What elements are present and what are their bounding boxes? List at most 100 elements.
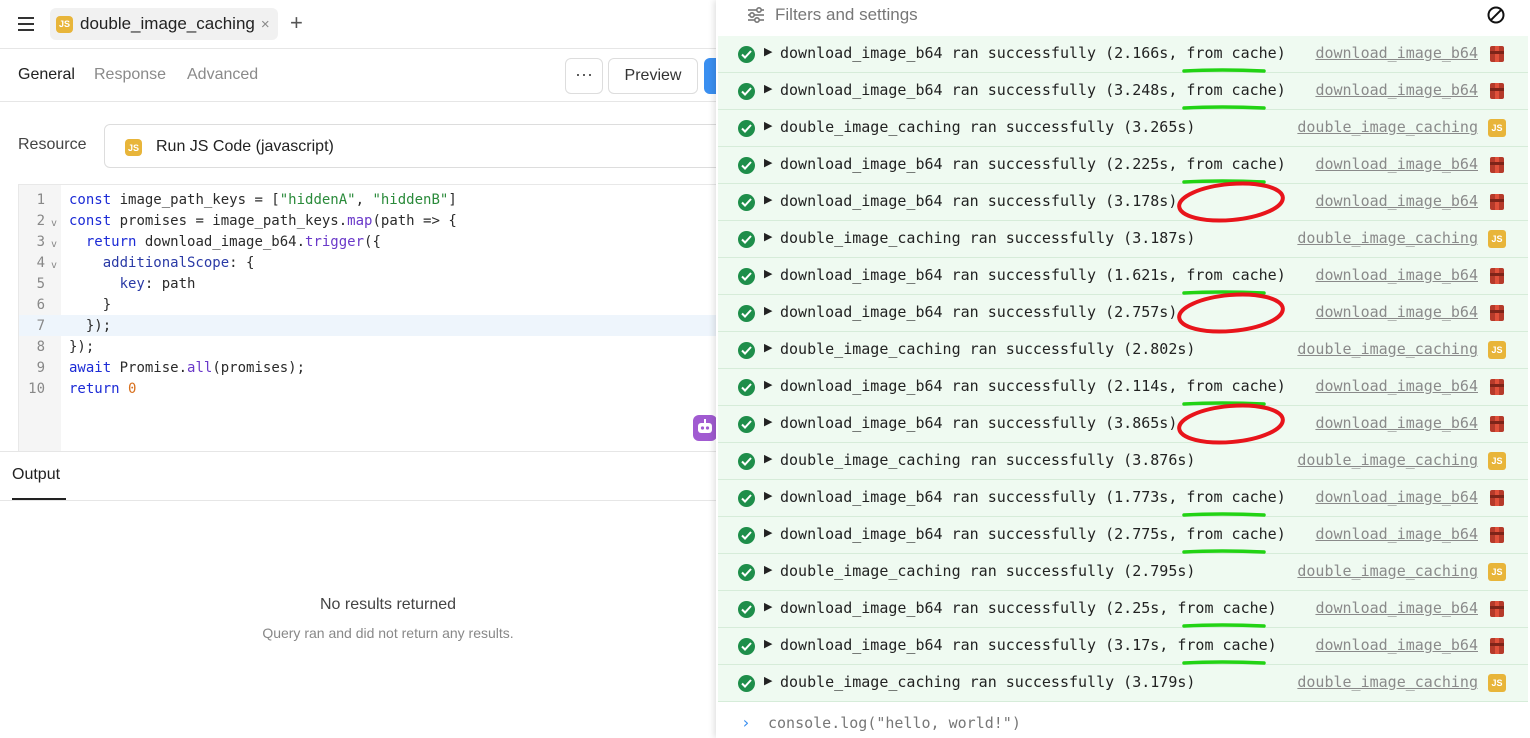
log-source-link[interactable]: double_image_caching (1297, 118, 1478, 136)
empty-state-title: No results returned (319, 596, 457, 613)
fold-chevron-icon[interactable]: v (51, 239, 58, 250)
console-log-row[interactable]: ▶download_image_b64 ran successfully (3.… (718, 406, 1528, 443)
js-icon: JS (1488, 119, 1506, 137)
console-log-row[interactable]: ▶download_image_b64 ran successfully (2.… (718, 369, 1528, 406)
tab-general[interactable]: General (18, 66, 75, 83)
code-line-10: return 0 (69, 381, 137, 397)
resource-select[interactable]: JS Run JS Code (javascript) (104, 124, 716, 168)
query-tab-label: double_image_caching (80, 14, 255, 33)
log-source-link[interactable]: double_image_caching (1297, 229, 1478, 247)
console-filter-bar: Filters and settings (716, 0, 1530, 36)
query-tab-bar: JS double_image_caching × + (0, 0, 716, 49)
ai-assist-robot-icon[interactable] (693, 415, 716, 441)
code-line-2: const promises = image_path_keys.map(pat… (69, 213, 457, 229)
log-source-link[interactable]: download_image_b64 (1315, 414, 1478, 432)
log-message: download_image_b64 ran successfully (2.7… (780, 303, 1178, 321)
tab-output[interactable]: Output (12, 466, 61, 483)
log-source-link[interactable]: download_image_b64 (1315, 192, 1478, 210)
expand-triangle-icon[interactable]: ▶ (764, 157, 773, 169)
console-log-row[interactable]: ▶download_image_b64 ran successfully (1.… (718, 258, 1528, 295)
more-options-button[interactable]: ··· (565, 58, 603, 94)
aws-lambda-icon (1488, 45, 1506, 63)
expand-triangle-icon[interactable]: ▶ (764, 268, 773, 280)
expand-triangle-icon[interactable]: ▶ (764, 194, 773, 206)
run-button[interactable] (704, 58, 716, 94)
aws-lambda-icon (1488, 156, 1506, 174)
clear-console-icon[interactable] (1486, 5, 1506, 25)
expand-triangle-icon[interactable]: ▶ (764, 490, 773, 502)
log-source-link[interactable]: download_image_b64 (1315, 599, 1478, 617)
console-log-row[interactable]: ▶double_image_caching ran successfully (… (718, 332, 1528, 369)
expand-triangle-icon[interactable]: ▶ (764, 564, 773, 576)
aws-lambda-icon (1488, 600, 1506, 618)
log-source-link[interactable]: download_image_b64 (1315, 525, 1478, 543)
console-log-row[interactable]: ▶download_image_b64 ran successfully (3.… (718, 184, 1528, 221)
close-icon[interactable]: × (260, 15, 270, 33)
resource-value: Run JS Code (javascript) (156, 138, 334, 155)
console-log-row[interactable]: ▶double_image_caching ran successfully (… (718, 221, 1528, 258)
code-editor[interactable]: 1 2 3 4 5 6 7 8 9 10 v v v const image_p… (18, 184, 716, 452)
console-log-row[interactable]: ▶download_image_b64 ran successfully (2.… (718, 36, 1528, 73)
aws-lambda-icon (1488, 304, 1506, 322)
log-source-link[interactable]: double_image_caching (1297, 562, 1478, 580)
expand-triangle-icon[interactable]: ▶ (764, 416, 773, 428)
fold-chevron-icon[interactable]: v (51, 260, 58, 271)
console-log-row[interactable]: ▶download_image_b64 ran successfully (2.… (718, 517, 1528, 554)
log-message: double_image_caching ran successfully (3… (780, 673, 1196, 691)
add-tab-button[interactable]: + (290, 10, 303, 35)
js-icon: JS (1488, 674, 1506, 692)
log-source-link[interactable]: double_image_caching (1297, 673, 1478, 691)
js-icon: JS (1488, 230, 1506, 248)
js-icon: JS (1488, 563, 1506, 581)
log-message: download_image_b64 ran successfully (3.1… (780, 636, 1277, 654)
sliders-icon[interactable] (747, 6, 765, 24)
expand-triangle-icon[interactable]: ▶ (764, 231, 773, 243)
tab-advanced[interactable]: Advanced (187, 66, 259, 83)
log-source-link[interactable]: download_image_b64 (1315, 81, 1478, 99)
log-source-link[interactable]: download_image_b64 (1315, 44, 1478, 62)
console-log-row[interactable]: ▶download_image_b64 ran successfully (1.… (718, 480, 1528, 517)
console-log-row[interactable]: ▶download_image_b64 ran successfully (2.… (718, 591, 1528, 628)
console-log-row[interactable]: ▶ download_image_b64 ran successfully (3.… (718, 628, 1528, 665)
expand-triangle-icon[interactable]: ▶ (764, 120, 773, 132)
log-source-link[interactable]: double_image_caching (1297, 340, 1478, 358)
expand-triangle-icon[interactable]: ▶ (764, 83, 773, 95)
active-line-highlight (19, 315, 716, 336)
console-log-row[interactable]: ▶ double_image_caching ran successfully (… (718, 665, 1528, 702)
log-source-link[interactable]: download_image_b64 (1315, 155, 1478, 173)
console-log-row[interactable]: ▶download_image_b64 ran successfully (2.… (718, 147, 1528, 184)
console-log-row[interactable]: ▶double_image_caching ran successfully (… (718, 554, 1528, 591)
hamburger-menu-icon[interactable] (14, 12, 38, 36)
preview-button[interactable]: Preview (608, 58, 698, 94)
success-check-icon (738, 342, 755, 359)
success-check-icon (738, 416, 755, 433)
expand-triangle-icon[interactable]: ▶ (764, 527, 773, 539)
log-source-link[interactable]: double_image_caching (1297, 451, 1478, 469)
console-log-row[interactable]: ▶double_image_caching ran successfully (… (718, 110, 1528, 147)
log-source-link[interactable]: download_image_b64 (1315, 636, 1478, 654)
console-log-row[interactable]: ▶ download_image_b64 ran successfully (2.… (718, 295, 1528, 332)
chevron-right-icon: › (741, 713, 751, 732)
expand-triangle-icon[interactable]: ▶ (764, 46, 773, 58)
line-number: 7 (36, 318, 45, 334)
expand-triangle-icon[interactable]: ▶ (764, 342, 773, 354)
filters-and-settings-link[interactable]: Filters and settings (775, 5, 918, 24)
expand-triangle-icon[interactable]: ▶ (764, 675, 773, 687)
expand-triangle-icon[interactable]: ▶ (764, 379, 773, 391)
query-tab[interactable]: JS double_image_caching × (50, 8, 278, 40)
success-check-icon (738, 120, 755, 137)
log-source-link[interactable]: download_image_b64 (1315, 377, 1478, 395)
expand-triangle-icon[interactable]: ▶ (764, 305, 773, 317)
log-source-link[interactable]: download_image_b64 (1315, 488, 1478, 506)
console-input[interactable]: › console.log("hello, world!") (716, 705, 1530, 738)
console-log-row[interactable]: ▶double_image_caching ran successfully (… (718, 443, 1528, 480)
log-source-link[interactable]: download_image_b64 (1315, 303, 1478, 321)
expand-triangle-icon[interactable]: ▶ (764, 638, 773, 650)
expand-triangle-icon[interactable]: ▶ (764, 453, 773, 465)
tab-response[interactable]: Response (94, 66, 167, 83)
fold-chevron-icon[interactable]: v (51, 218, 58, 229)
expand-triangle-icon[interactable]: ▶ (764, 601, 773, 613)
console-log-row[interactable]: ▶download_image_b64 ran successfully (3.… (718, 73, 1528, 110)
log-source-link[interactable]: download_image_b64 (1315, 266, 1478, 284)
resource-label: Resource (18, 136, 87, 153)
